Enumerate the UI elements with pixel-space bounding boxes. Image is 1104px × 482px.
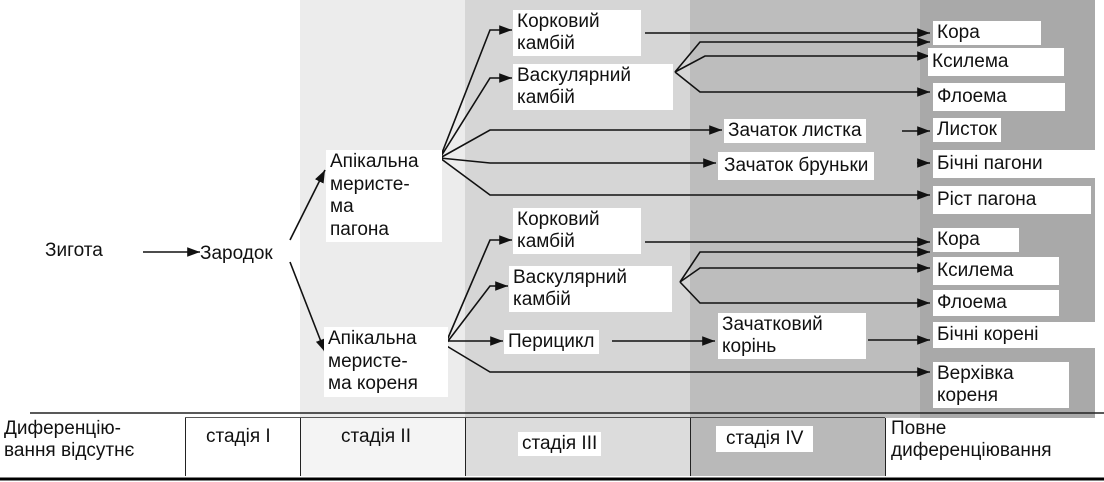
line: Верхівка [937,363,1014,384]
outcome-shoot-growth: Ріст пагона [933,186,1091,214]
line: Васкулярний [517,65,632,86]
line: Зачатковий [722,314,823,335]
line: камбій [517,87,575,108]
stage-4: стадія IV [690,418,885,476]
line: вання відсутнє [4,440,135,461]
line: ма кореня [328,373,418,394]
stage-2: стадія II [300,418,465,476]
line: Апікальна [330,151,419,172]
line: Васкулярний [513,267,628,288]
outcome-root-phloem: Флоема [933,290,1059,316]
zygote-label: Зигота [45,240,103,261]
line: ма [330,196,354,217]
line: камбій [513,289,571,310]
outcome-lateral-shoots: Бічні пагони [933,150,1099,178]
line: Диференцію- [4,418,121,439]
pericycle: Перицикл [504,330,599,354]
line: меристе- [330,173,410,195]
line: камбій [517,33,575,54]
line: корінь [722,336,777,357]
outcome-lateral-roots: Бічні корені [933,322,1099,348]
line: камбій [517,231,575,252]
stage-1: стадія I [185,418,300,476]
line: Корковий [517,209,600,230]
line: диференціювання [891,440,1052,461]
stage-3-label: стадія III [518,432,602,456]
stage-4-label: стадія IV [716,426,814,452]
stage-4-band [690,0,920,476]
outcome-xylem: Ксилема [928,48,1064,76]
embryo-label: Зародок [200,243,273,264]
line: кореня [937,385,999,406]
stage-3: стадія III [465,418,690,476]
leaf-primordium: Зачаток листка [724,119,866,143]
line: пагона [330,218,389,240]
line: Корковий [517,11,600,32]
line: Повне [891,418,947,439]
outcome-root-xylem: Ксилема [933,257,1059,285]
outcome-cortex: Кора [933,21,1041,45]
outcome-leaf: Листок [933,118,1001,142]
outcome-root-cortex: Кора [933,228,1019,252]
bud-primordium: Зачаток бруньки [718,152,875,180]
line: Апікальна [328,328,417,349]
line: меристе- [328,350,408,372]
stage-none: Диференцію-вання відсутнє [0,418,185,476]
outcome-phloem: Флоема [933,83,1065,111]
